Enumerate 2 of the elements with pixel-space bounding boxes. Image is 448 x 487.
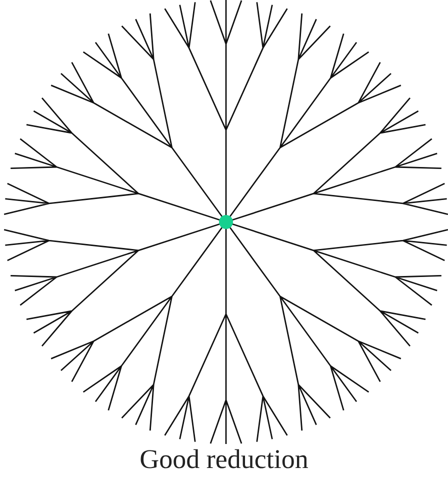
vertex-dot [219,215,233,229]
caption: Good reduction [140,444,308,475]
